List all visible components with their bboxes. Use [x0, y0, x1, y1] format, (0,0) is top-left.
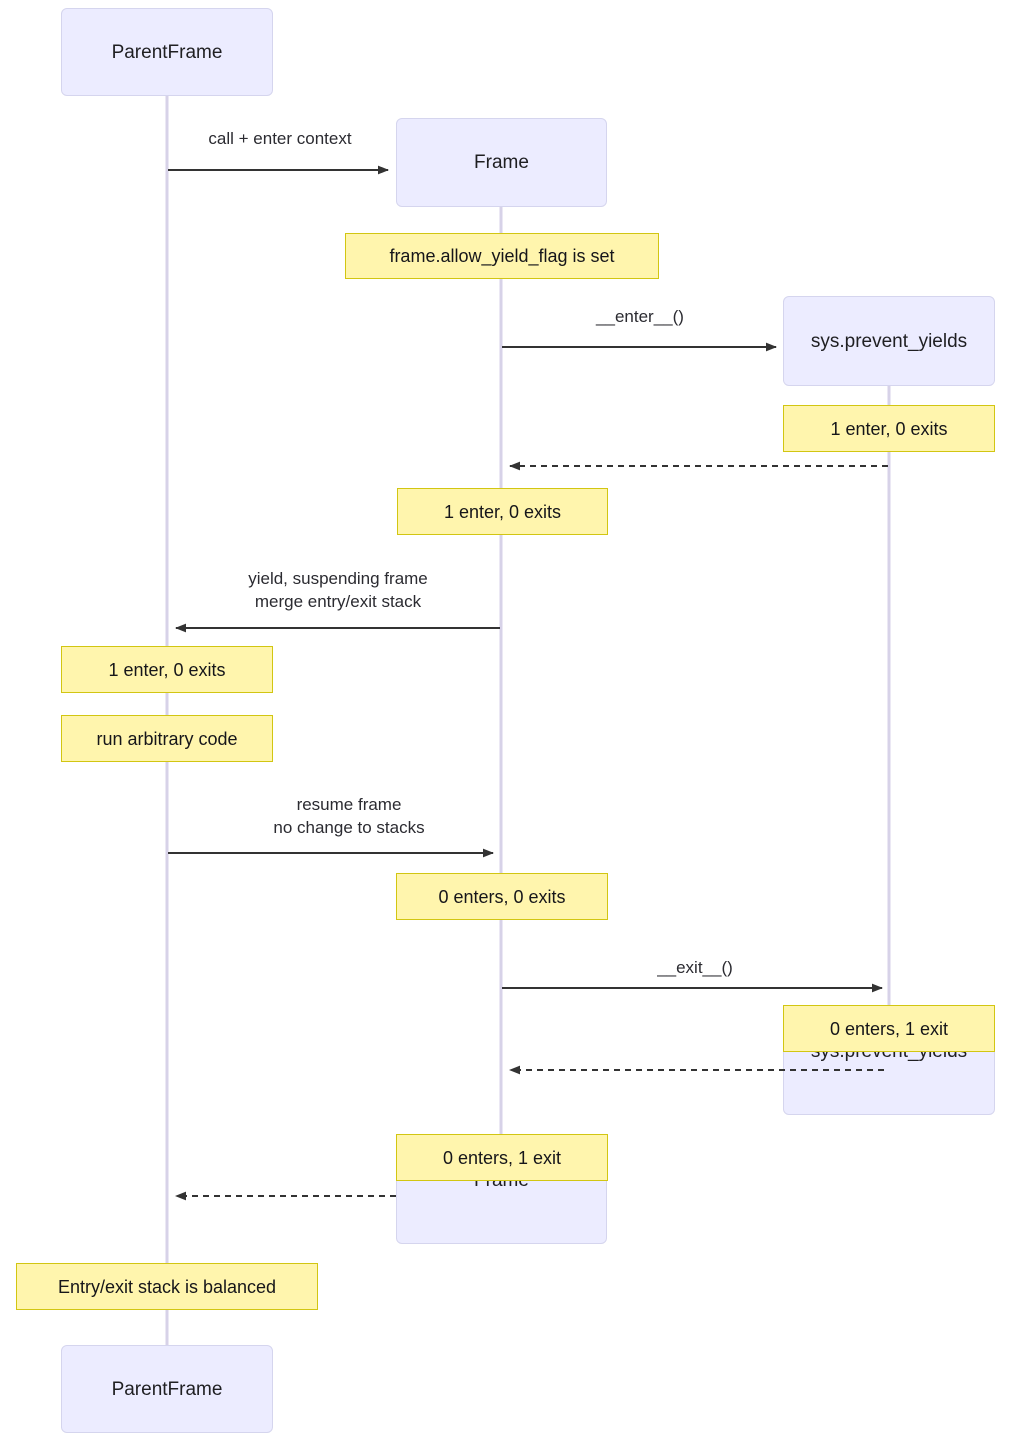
note-label: 1 enter, 0 exits: [443, 501, 562, 522]
note-prevent-yields-0-enters-1-exit: 0 enters, 1 exit: [783, 1005, 995, 1052]
participant-frame-top[interactable]: Frame: [396, 118, 607, 207]
participant-label: ParentFrame: [111, 41, 223, 63]
note-label: frame.allow_yield_flag is set: [389, 246, 615, 266]
note-label: Entry/exit stack is balanced: [57, 1276, 277, 1297]
message-label-resume-frame: resume frame no change to stacks: [273, 795, 425, 837]
note-prevent-yields-1-enter-0-exits: 1 enter, 0 exits: [783, 405, 995, 452]
note-frame-0-enters-1-exit: 0 enters, 1 exit: [396, 1134, 608, 1181]
message-label-exit-call: __exit__(): [657, 958, 733, 977]
note-label: 1 enter, 0 exits: [830, 418, 948, 439]
note-parentframe-run-arbitrary-code: run arbitrary code: [61, 715, 273, 762]
note-parentframe-entry-exit-balanced: Entry/exit stack is balanced: [16, 1263, 318, 1310]
message-label-enter-call: __enter__(): [596, 307, 684, 326]
participant-sys-prevent-yields-top[interactable]: sys.prevent_yields: [783, 296, 995, 386]
participant-label: sys.prevent_yields: [810, 330, 968, 352]
note-label: 0 enters, 1 exit: [442, 1147, 562, 1168]
note-frame-1-enter-0-exits: 1 enter, 0 exits: [397, 488, 608, 535]
message-label-call-enter-context: call + enter context: [208, 129, 352, 148]
note-label: 0 enters, 1 exit: [829, 1018, 949, 1039]
note-label: 0 enters, 0 exits: [438, 886, 566, 907]
note-parentframe-1-enter-0-exits: 1 enter, 0 exits: [61, 646, 273, 693]
note-label: run arbitrary code: [96, 728, 238, 749]
participant-label: ParentFrame: [111, 1378, 223, 1400]
message-label-yield-suspending-frame: yield, suspending frame merge entry/exit…: [248, 569, 428, 611]
note-frame-allow-yield-flag: frame.allow_yield_flag is set: [345, 233, 659, 279]
participant-label: Frame: [474, 152, 529, 173]
participant-parentframe-top[interactable]: ParentFrame: [61, 8, 273, 96]
participant-parentframe-bottom[interactable]: ParentFrame: [61, 1345, 273, 1433]
note-frame-0-enters-0-exits: 0 enters, 0 exits: [396, 873, 608, 920]
note-label: 1 enter, 0 exits: [108, 659, 226, 680]
